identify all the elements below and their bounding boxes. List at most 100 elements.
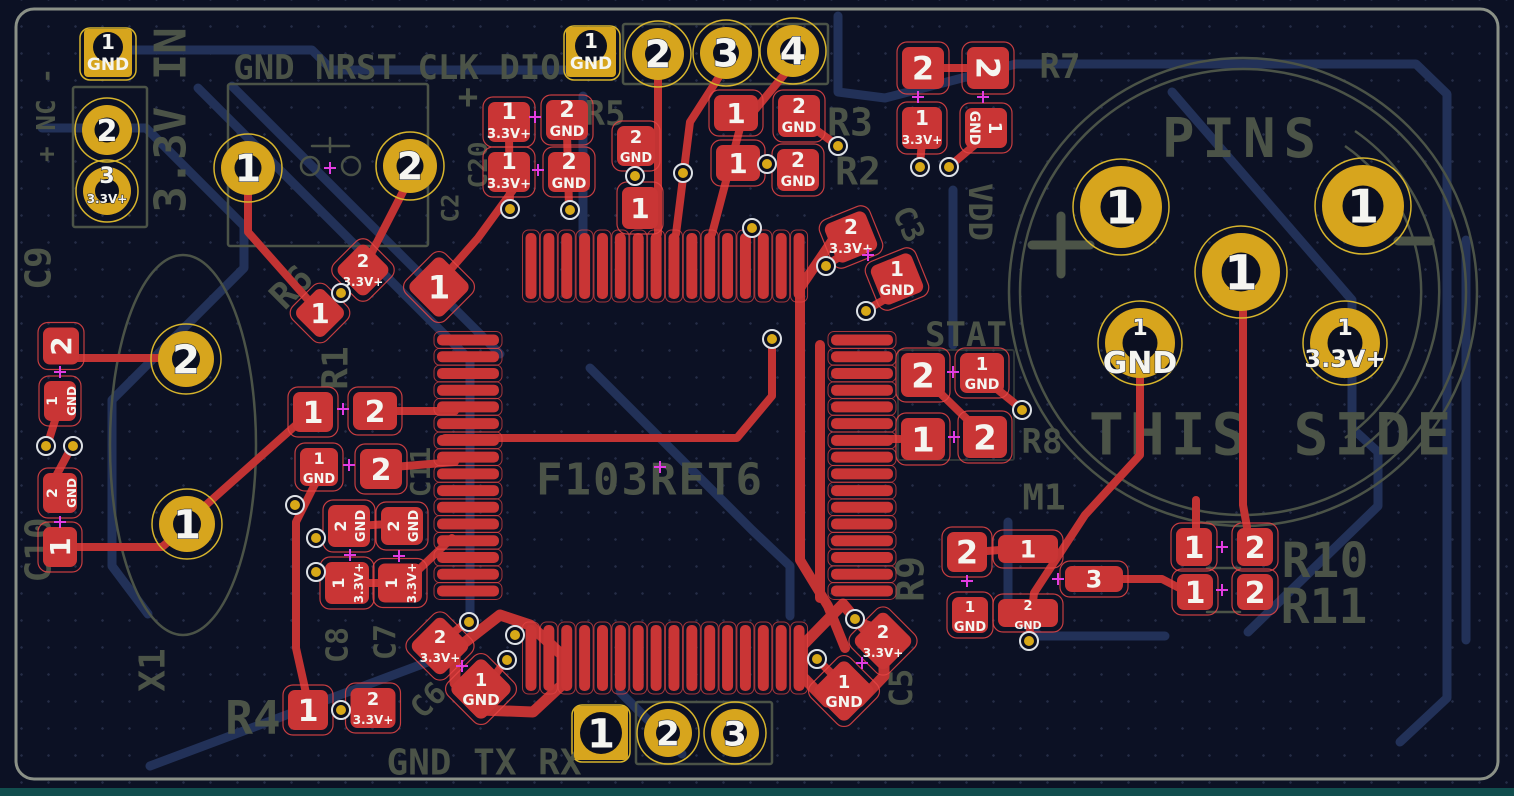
via[interactable]: [807, 649, 827, 669]
qfp-pad[interactable]: [437, 518, 499, 530]
qfp-pad[interactable]: [437, 367, 499, 379]
tht-pad-circle[interactable]: 2: [636, 701, 700, 765]
qfp-pad[interactable]: [668, 233, 680, 299]
copper-trace-top[interactable]: [1116, 575, 1189, 595]
qfp-pad[interactable]: [668, 625, 680, 691]
via[interactable]: [625, 166, 645, 186]
smd-pad[interactable]: 23.3V+: [344, 682, 402, 734]
tht-pad-circle[interactable]: 13.3V+: [1302, 300, 1388, 386]
qfp-pad[interactable]: [704, 233, 716, 299]
tht-pad-square[interactable]: 1: [574, 706, 628, 760]
qfp-pad[interactable]: [831, 451, 893, 463]
via[interactable]: [673, 163, 693, 183]
qfp-pad[interactable]: [793, 233, 805, 299]
qfp-pad[interactable]: [614, 233, 626, 299]
qfp-pad[interactable]: [739, 625, 751, 691]
via[interactable]: [856, 301, 876, 321]
tht-pad-circle[interactable]: 3: [703, 701, 767, 765]
tht-pad-circle[interactable]: 1: [1072, 158, 1170, 256]
smd-pad[interactable]: 2: [37, 321, 85, 371]
via[interactable]: [497, 650, 517, 670]
silk-text[interactable]: R4: [225, 691, 280, 745]
qfp-pad[interactable]: [437, 334, 499, 346]
smd-pad[interactable]: 1: [37, 521, 83, 573]
tht-pad-circle[interactable]: 2: [74, 97, 140, 163]
smd-pad[interactable]: 1: [287, 386, 339, 438]
silk-text[interactable]: C11: [404, 447, 437, 498]
tht-pad-circle[interactable]: 1: [151, 488, 223, 560]
copper-trace-bottom[interactable]: [833, 11, 1021, 103]
smd-pad[interactable]: 2: [941, 526, 993, 578]
copper-trace-top[interactable]: [1239, 289, 1251, 531]
qfp-pad[interactable]: [437, 468, 499, 480]
silk-text[interactable]: R11: [1281, 579, 1368, 635]
silk-text[interactable]: PINS: [1162, 107, 1324, 170]
smd-pad[interactable]: 2: [895, 347, 951, 403]
qfp-pad[interactable]: [650, 233, 662, 299]
silk-text[interactable]: 3.3V IN: [145, 27, 196, 212]
silk-text[interactable]: +: [458, 77, 478, 117]
copper-trace-top[interactable]: [389, 458, 459, 471]
qfp-pad[interactable]: [437, 568, 499, 580]
copper-trace-bottom[interactable]: [1011, 59, 1452, 747]
qfp-pad[interactable]: [437, 434, 499, 446]
copper-trace-top[interactable]: [672, 62, 730, 238]
tht-pad-circle[interactable]: 4: [759, 17, 827, 85]
smd-pad[interactable]: 1: [1170, 522, 1218, 572]
silk-text[interactable]: + NC -: [32, 68, 62, 162]
via[interactable]: [910, 157, 930, 177]
via[interactable]: [331, 283, 351, 303]
via[interactable]: [285, 495, 305, 515]
via[interactable]: [828, 136, 848, 156]
qfp-pad[interactable]: [579, 233, 591, 299]
qfp-pad[interactable]: [686, 233, 698, 299]
tht-pad-circle[interactable]: 1: [1314, 157, 1412, 255]
via[interactable]: [560, 200, 580, 220]
qfp-pad[interactable]: [543, 233, 555, 299]
qfp-pad[interactable]: [437, 351, 499, 363]
qfp-pad[interactable]: [831, 351, 893, 363]
silk-text[interactable]: C2: [436, 194, 464, 223]
qfp-pad[interactable]: [831, 585, 893, 597]
qfp-pad[interactable]: [437, 384, 499, 396]
qfp-pad[interactable]: [437, 418, 499, 430]
copper-trace-bottom[interactable]: [227, 81, 505, 359]
via[interactable]: [306, 562, 326, 582]
smd-pad[interactable]: 1: [710, 139, 766, 187]
qfp-pad[interactable]: [437, 451, 499, 463]
smd-pad[interactable]: 2: [1231, 522, 1279, 572]
via[interactable]: [500, 199, 520, 219]
copper-trace-bottom[interactable]: [585, 363, 795, 621]
tht-pad-circle[interactable]: 33.3V+: [75, 159, 139, 223]
qfp-pad[interactable]: [757, 625, 769, 691]
smd-pad[interactable]: 13.3V+: [482, 146, 536, 198]
tht-pad-circle[interactable]: 2: [150, 323, 222, 395]
qfp-pad[interactable]: [739, 233, 751, 299]
copper-trace-top[interactable]: [441, 337, 776, 442]
silk-text[interactable]: R2: [835, 149, 881, 193]
via[interactable]: [331, 700, 351, 720]
silk-text[interactable]: C6: [404, 676, 454, 726]
silk-text[interactable]: STAT: [925, 315, 1007, 355]
silk-text[interactable]: R7: [1040, 47, 1081, 87]
silk-text[interactable]: GND NRST CLK DIO: [233, 48, 561, 88]
silk-text[interactable]: GND TX RX: [386, 743, 581, 784]
qfp-pad[interactable]: [632, 625, 644, 691]
silk-text[interactable]: M1: [1022, 478, 1065, 519]
silk-text[interactable]: THIS SIDE: [1089, 400, 1457, 468]
qfp-pad[interactable]: [831, 384, 893, 396]
smd-pad[interactable]: 1: [895, 412, 951, 466]
qfp-pad[interactable]: [579, 625, 591, 691]
qfp-pad[interactable]: [831, 518, 893, 530]
qfp-pad[interactable]: [561, 625, 573, 691]
